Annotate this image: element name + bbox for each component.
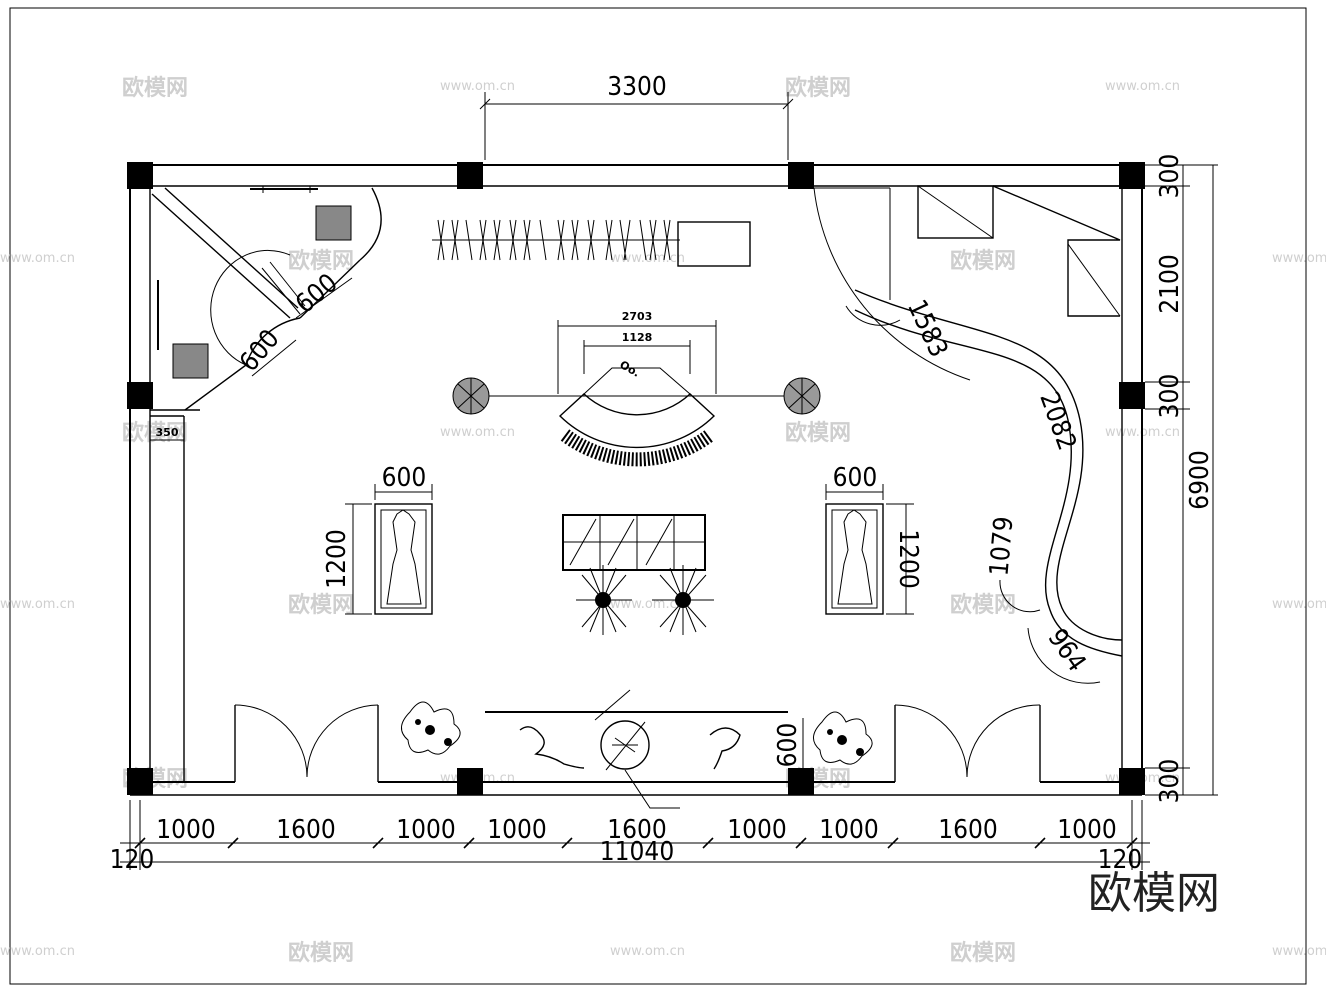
dim-bottom-1: 1000 — [156, 815, 216, 845]
entry-door — [813, 187, 971, 381]
watermark-brand: 欧模网 — [288, 592, 354, 618]
window-plant-right — [813, 711, 873, 765]
display-table — [562, 514, 706, 571]
dimension-tick — [134, 837, 146, 849]
structural-columns — [127, 162, 1145, 795]
dim-mannequin-right-h: 1200 — [893, 529, 923, 589]
dim-right-c: 300 — [1155, 374, 1185, 419]
watermark-url: www.om.cn — [1272, 597, 1326, 612]
dimension-tick — [561, 837, 573, 849]
watermark-url: www.om.cn — [0, 944, 75, 959]
dimension-tick — [227, 837, 239, 849]
watermark-url: www.om.cn — [610, 944, 685, 959]
floor-plant-right — [652, 565, 714, 635]
watermark-url: www.om.cn — [440, 79, 515, 94]
watermark-url: www.om.cn — [1272, 251, 1326, 266]
dim-curve-b: 2082 — [1033, 388, 1082, 454]
watermark-url: www.om.cn — [0, 597, 75, 612]
stool-icon — [315, 205, 352, 241]
bottom-dimension-chain: 1000 1600 1000 1000 1600 1000 1000 1600 … — [110, 800, 1150, 875]
dim-window-h: 600 — [773, 723, 803, 768]
dim-right-b: 2100 — [1155, 254, 1185, 314]
dimension-tick — [463, 837, 475, 849]
shop-window-display: 600 — [485, 689, 804, 809]
island-angle-label: Oo. — [617, 358, 642, 380]
watermark-brand: 欧模网 — [785, 75, 851, 101]
dim-bottom-3: 1000 — [396, 815, 456, 845]
dimension-tick — [795, 837, 807, 849]
round-plant-left — [452, 377, 490, 415]
watermark-url: www.om.cn — [440, 425, 515, 440]
dim-right-d: 300 — [1155, 759, 1185, 804]
mannequin-display-right: 600 1200 — [825, 463, 923, 615]
dim-bottom-2: 1600 — [276, 815, 336, 845]
watermark-brand: 欧模网 — [288, 940, 354, 966]
dimension-tick — [372, 837, 384, 849]
stool-icon — [172, 343, 209, 379]
floor-plant-left — [576, 565, 632, 635]
dim-left-column: 350 — [156, 426, 179, 439]
dim-mannequin-left-w: 600 — [382, 463, 427, 493]
display-island: 2703 1128 Oo. — [480, 310, 790, 467]
watermark-brand: 欧模网 — [950, 940, 1016, 966]
dim-bottom-left-edge: 120 — [110, 845, 155, 875]
window-plant-left — [401, 701, 461, 755]
dim-curve-c: 1079 — [984, 515, 1019, 577]
watermark-url: www.om.cn — [0, 251, 75, 266]
dim-island-outer: 2703 — [622, 310, 653, 323]
dim-top-span: 3300 — [607, 72, 667, 102]
fitting-room: 600 600 350 — [150, 186, 382, 441]
watermark-brand: 欧模网 — [288, 248, 354, 274]
watermark-brand: 欧模网 — [950, 248, 1016, 274]
dim-bottom-4: 1000 — [487, 815, 547, 845]
dim-bottom-total: 11040 — [600, 837, 674, 867]
watermark-brand: 欧模网 — [785, 420, 851, 446]
stock-shelving — [917, 185, 1121, 317]
watermark-brand: 欧模网 — [122, 420, 188, 446]
dim-bottom-right-edge: 120 — [1098, 845, 1143, 875]
front-door-right — [894, 704, 1041, 782]
mannequin-display-left: 600 1200 — [322, 463, 433, 615]
dim-mannequin-right-w: 600 — [833, 463, 878, 493]
watermark-url: www.om.cn — [610, 597, 685, 612]
watermark-url: www.om.cn — [610, 251, 685, 266]
dim-bottom-7: 1000 — [819, 815, 879, 845]
dimension-tick — [887, 837, 899, 849]
watermark-layer: 欧模网 欧模网 欧模网 欧模网 欧模网 欧模网 欧模网 欧模网 欧模网 欧模网 … — [0, 75, 1326, 966]
round-plant-right — [783, 377, 821, 415]
top-dimension: 3300 — [479, 72, 794, 160]
curved-display-wall: 1583 2082 1079 964 — [845, 289, 1123, 684]
dim-mannequin-left-h: 1200 — [322, 529, 352, 589]
right-dimension-chain: 300 2100 300 6900 300 — [1145, 154, 1218, 804]
hanging-rack — [432, 219, 751, 267]
dimension-tick — [1034, 837, 1046, 849]
watermark-url: www.om.cn — [1105, 79, 1180, 94]
dim-bottom-9: 1000 — [1057, 815, 1117, 845]
watermark-url: www.om.cn — [1272, 944, 1326, 959]
dim-curve-a: 1583 — [901, 295, 953, 362]
brand-logo: 欧模网 — [1088, 868, 1220, 919]
dim-bottom-5: 1600 — [607, 815, 667, 845]
dim-right-a: 300 — [1155, 154, 1185, 199]
watermark-brand: 欧模网 — [950, 592, 1016, 618]
dim-island-inner: 1128 — [622, 331, 653, 344]
dim-right-total: 6900 — [1185, 450, 1215, 510]
dim-bottom-6: 1000 — [727, 815, 787, 845]
dim-bottom-8: 1600 — [938, 815, 998, 845]
dimension-tick — [1126, 837, 1138, 849]
front-door-left — [234, 704, 379, 782]
watermark-brand: 欧模网 — [122, 75, 188, 101]
drawing-frame — [9, 7, 1307, 985]
bottom-ticks — [134, 837, 1138, 849]
dim-fitting-w2: 600 — [234, 324, 286, 377]
dimension-tick — [702, 837, 714, 849]
